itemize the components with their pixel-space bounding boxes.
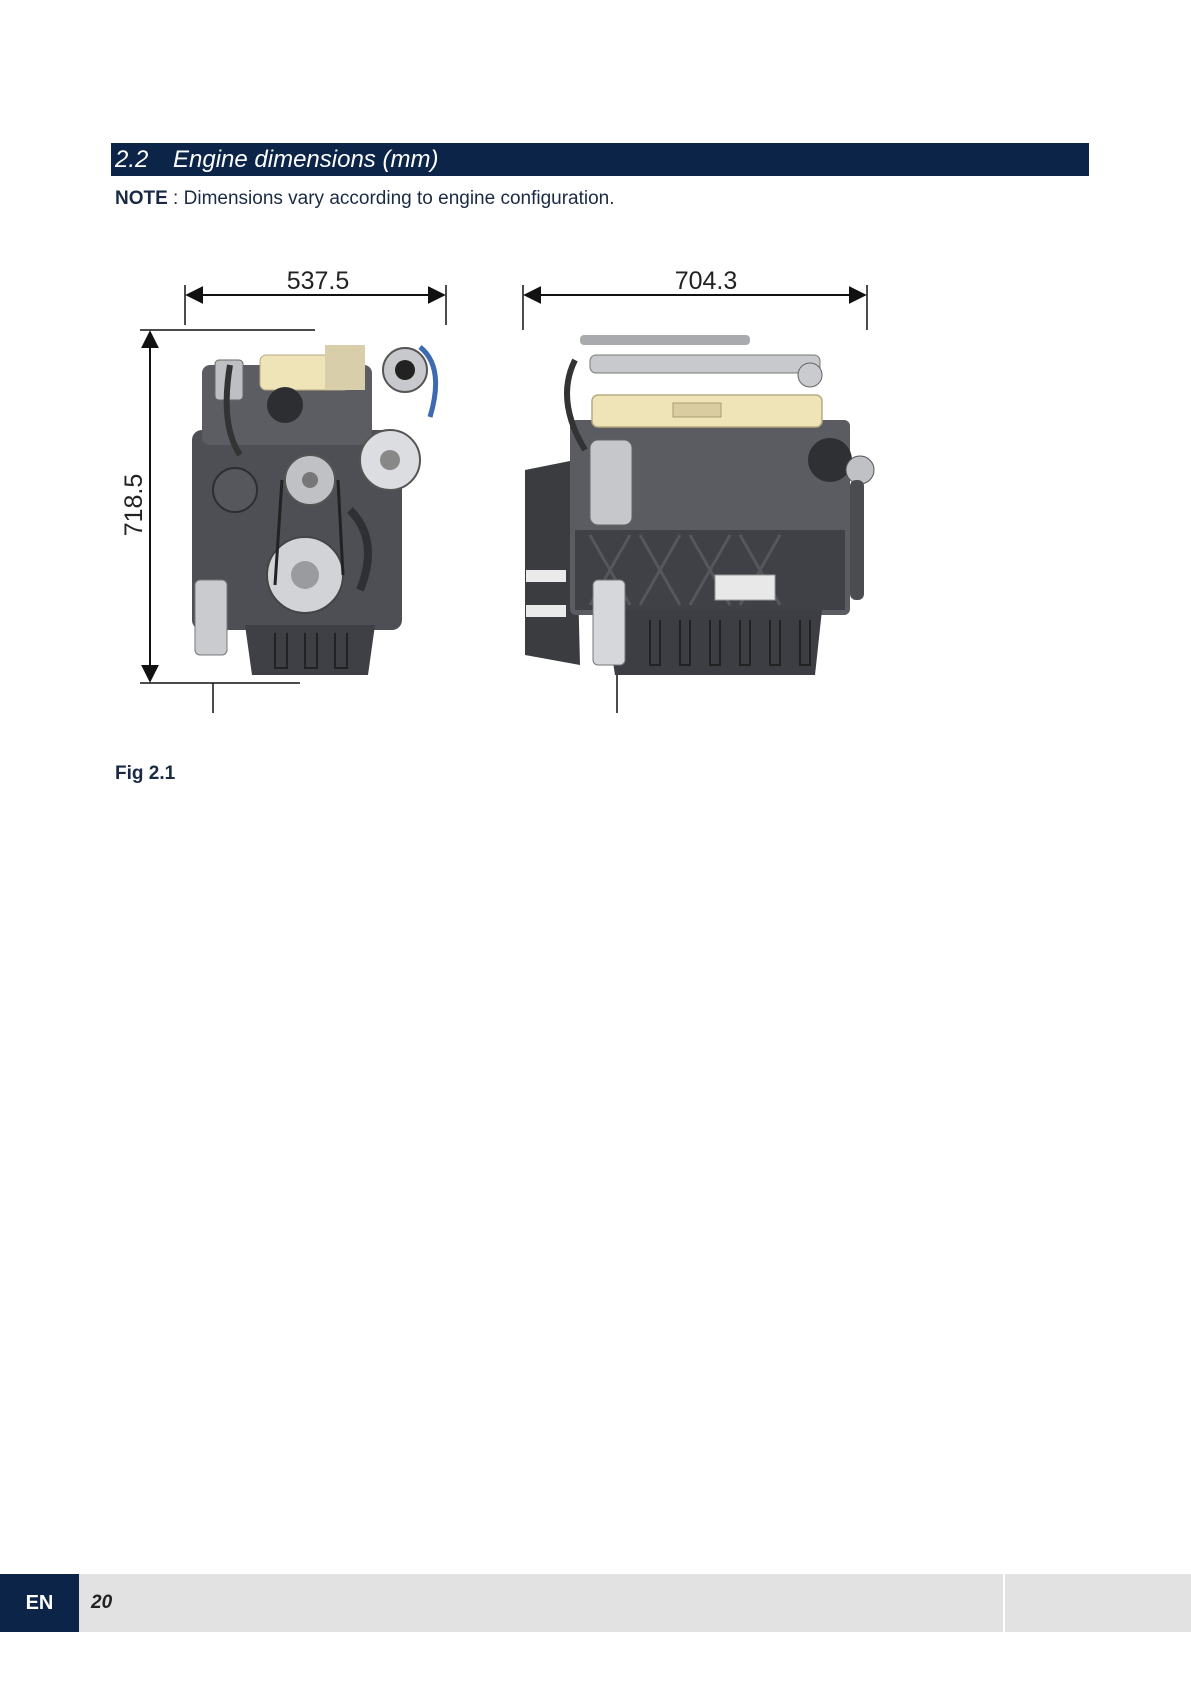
section-number: 2.2 <box>115 143 173 176</box>
length-dimension-label: 704.3 <box>675 267 738 295</box>
engine-front-view: 537.5 718.5 <box>120 267 446 713</box>
page-footer: EN 20 <box>0 1574 1191 1632</box>
engine-side-view: 704.3 <box>523 267 874 713</box>
note-separator: : <box>168 188 184 209</box>
note: NOTE : Dimensions vary according to engi… <box>115 188 615 210</box>
note-text: Dimensions vary according to engine conf… <box>184 188 615 209</box>
note-label: NOTE <box>115 188 168 209</box>
height-dimension-label: 718.5 <box>120 474 148 537</box>
engine-drawing: 537.5 718.5 <box>110 255 890 720</box>
engine-dimensions-figure: 537.5 718.5 <box>110 255 890 720</box>
page-number: 20 <box>91 1574 112 1632</box>
figure-caption: Fig 2.1 <box>115 763 175 785</box>
language-badge: EN <box>0 1574 79 1632</box>
width-dimension-label: 537.5 <box>287 267 350 295</box>
section-title: Engine dimensions (mm) <box>173 146 438 173</box>
footer-divider <box>1003 1574 1005 1632</box>
